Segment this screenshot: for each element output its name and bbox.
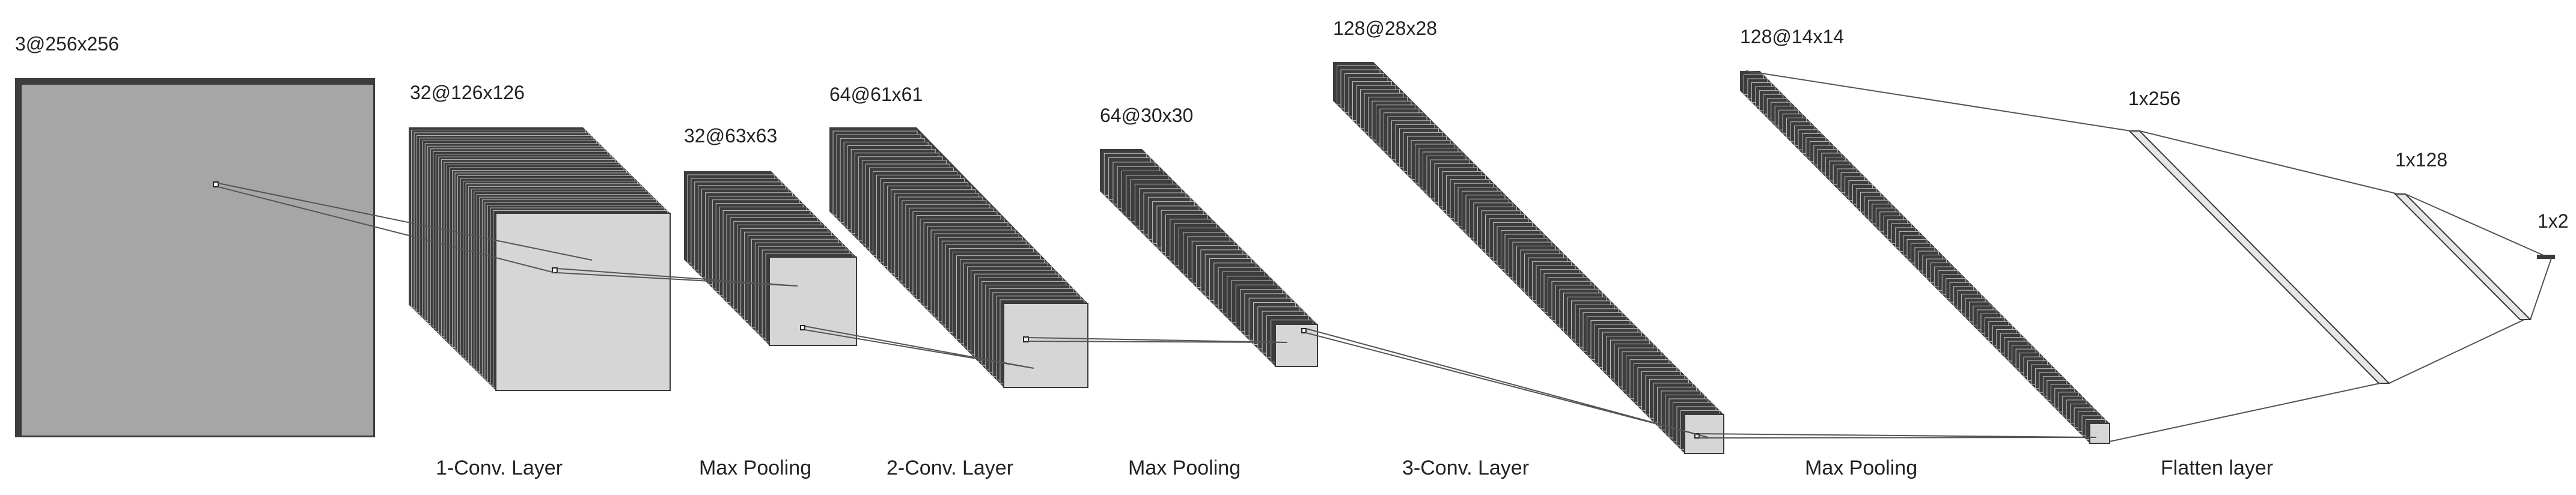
caption-pool2: Max Pooling [1128, 457, 1241, 479]
input-layer: 3@256x256 [15, 33, 375, 437]
input-kernel-marker [213, 181, 219, 187]
pool2-kernel-marker [1301, 328, 1307, 333]
caption-conv3: 3-Conv. Layer [1402, 457, 1529, 479]
input-layer-dims: 3@256x256 [15, 33, 119, 55]
pool1-kernel-marker [800, 325, 805, 330]
pool3-stack: 128@14x14 [1740, 26, 2110, 444]
pool1-front-face [769, 257, 857, 346]
pool1-dims: 32@63x63 [684, 125, 777, 147]
connector-pool2-to-conv3 [1305, 328, 1709, 438]
dense128-bar: 1x128 [2393, 149, 2532, 320]
layer-captions: 1-Conv. Layer Max Pooling 2-Conv. Layer … [436, 457, 2273, 479]
caption-conv1: 1-Conv. Layer [436, 457, 563, 479]
output-dims: 1x2 [2538, 210, 2569, 232]
connector-pool3-to-flatten [1745, 70, 2381, 442]
dense128-dims: 1x128 [2395, 149, 2447, 171]
caption-pool1: Max Pooling [699, 457, 811, 479]
output-bar: 1x2 [2537, 210, 2569, 259]
conv2-front-face [1003, 303, 1088, 388]
connector-pool1-to-conv2 [804, 326, 1034, 369]
conv3-stack: 128@28x28 [1333, 17, 1724, 454]
connector-conv3-to-pool3 [1699, 433, 2097, 439]
connector-conv1-to-pool1 [557, 268, 798, 287]
connector-lines [218, 70, 2552, 442]
caption-conv2: 2-Conv. Layer [887, 457, 1013, 479]
caption-pool3: Max Pooling [1805, 457, 1917, 479]
conv1-dims: 32@126x126 [410, 82, 525, 103]
pool3-front-face [2089, 423, 2110, 444]
connector-conv2-to-pool2 [1028, 337, 1288, 343]
dense128-bar-shape [2393, 193, 2532, 320]
pool3-dims: 128@14x14 [1740, 26, 1844, 47]
conv2-kernel-marker [1023, 336, 1029, 342]
conv3-dims: 128@28x28 [1333, 17, 1437, 39]
caption-flatten: Flatten layer [2161, 457, 2273, 479]
connector-input-to-conv1 [218, 183, 593, 273]
input-layer-face [20, 84, 374, 437]
conv1-stack: 32@126x126 [409, 82, 671, 391]
connector-dense128-to-output [2405, 193, 2552, 320]
connector-flatten-to-dense128 [2139, 130, 2525, 384]
conv2-dims: 64@61x61 [829, 84, 923, 105]
conv1-front-face [495, 213, 671, 391]
pool2-stack: 64@30x30 [1100, 105, 1318, 367]
output-bar-shape [2537, 255, 2555, 259]
flatten-layer-bar: 1x256 [2128, 88, 2391, 384]
pool2-front-face [1275, 324, 1318, 367]
flatten-dims: 1x256 [2128, 88, 2181, 109]
pool2-dims: 64@30x30 [1100, 105, 1193, 126]
pool1-stack: 32@63x63 [684, 125, 857, 346]
conv2-stack: 64@61x61 [829, 84, 1088, 388]
flatten-bar-shape [2128, 130, 2391, 384]
